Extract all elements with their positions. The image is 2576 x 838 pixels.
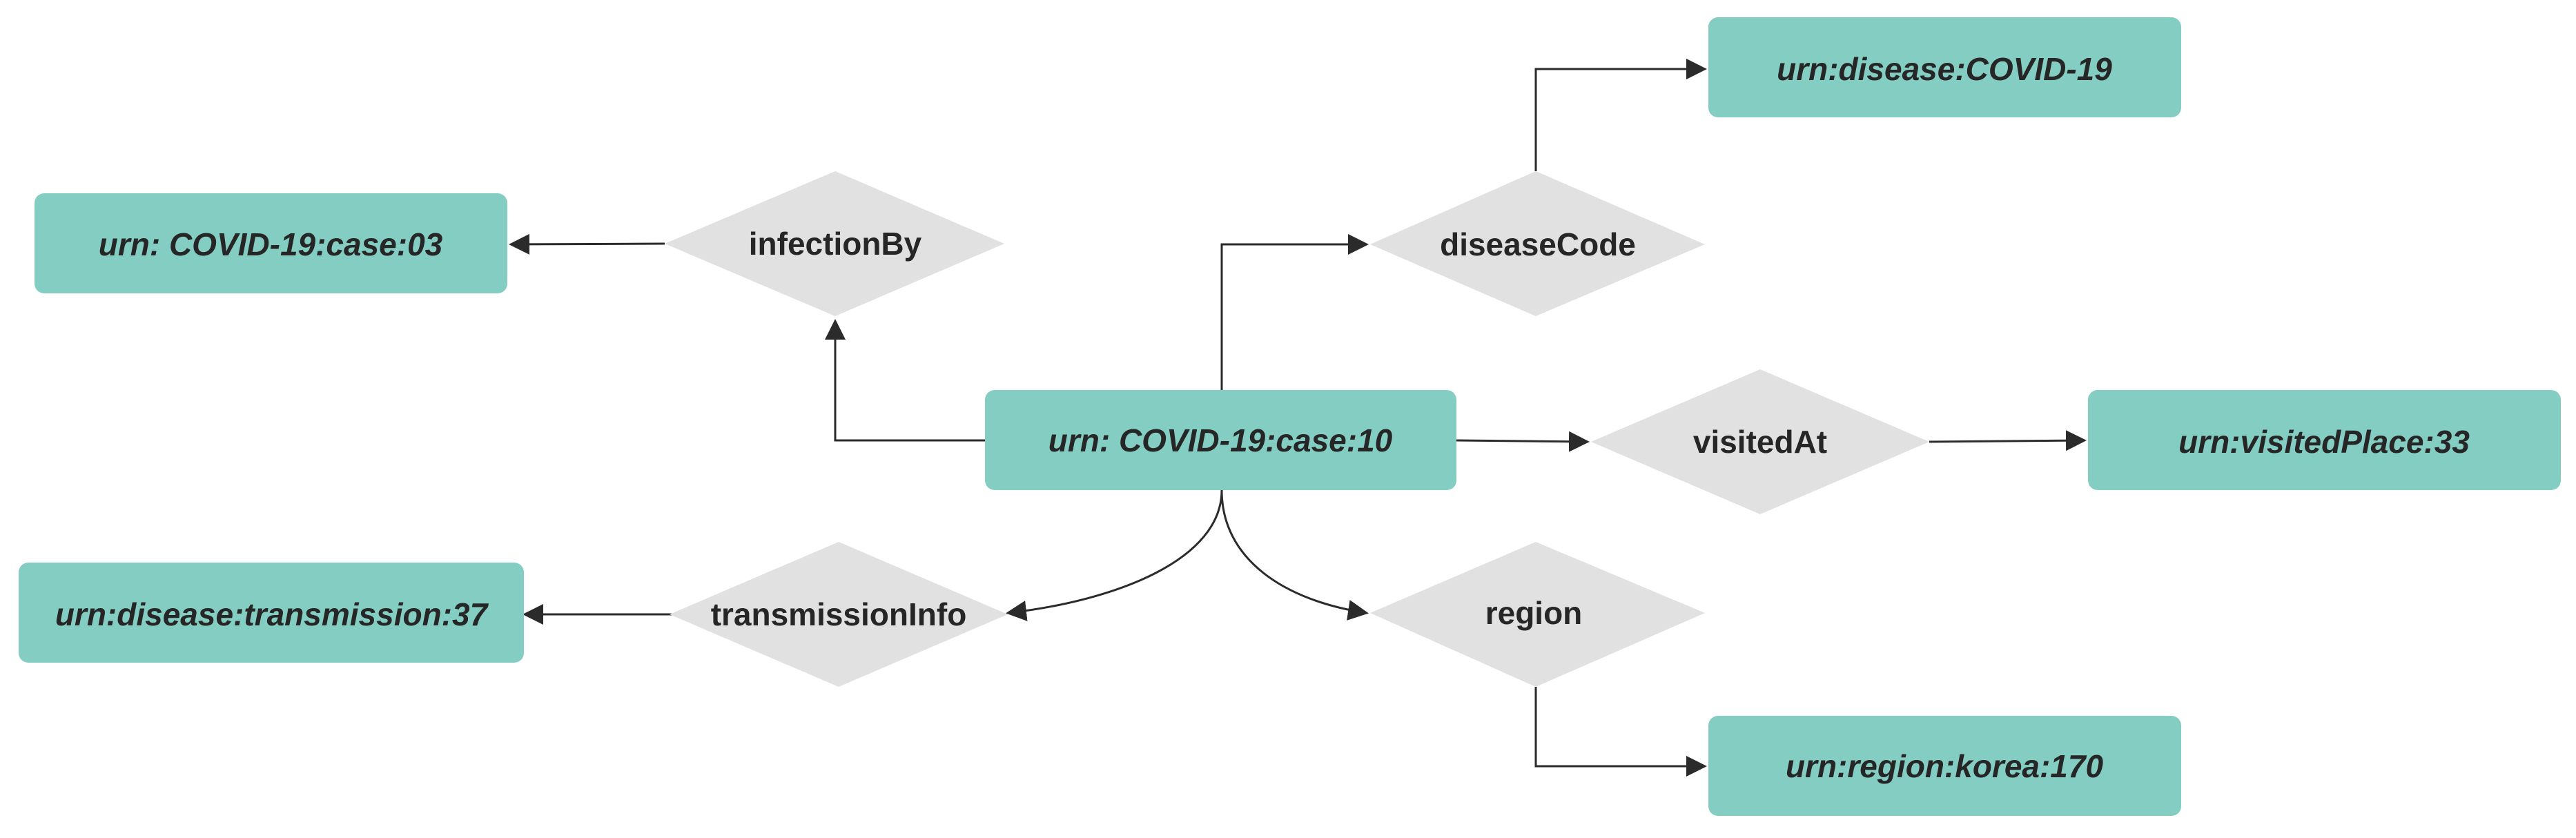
relation-infectionby: infectionBy xyxy=(665,171,1004,316)
edge-center-to-infectionby xyxy=(825,319,985,442)
entity-visitedplace33: urn:visitedPlace:33 xyxy=(2088,390,2561,490)
entity-case03-label: urn: COVID-19:case:03 xyxy=(99,226,443,262)
entity-case03-box xyxy=(35,193,507,293)
relation-transmissioninfo-label: transmissionInfo xyxy=(711,596,967,632)
relation-region-shape xyxy=(1370,542,1705,687)
relation-diseasecode: diseaseCode xyxy=(1370,171,1705,316)
entity-korea170-label: urn:region:korea:170 xyxy=(1786,748,2104,784)
entity-case03: urn: COVID-19:case:03 xyxy=(35,193,507,293)
relation-visitedat-label: visitedAt xyxy=(1693,424,1827,460)
entity-korea170: urn:region:korea:170 xyxy=(1708,716,2181,816)
entity-covid19: urn:disease:COVID-19 xyxy=(1708,17,2181,117)
entity-covid19-box xyxy=(1708,17,2181,117)
entity-center-case10-box xyxy=(985,390,1456,490)
relation-visitedat: visitedAt xyxy=(1591,369,1929,514)
entity-visitedplace33-label: urn:visitedPlace:33 xyxy=(2178,424,2470,460)
relation-infectionby-shape xyxy=(665,171,1004,316)
entity-visitedplace33-box xyxy=(2088,390,2561,490)
edge-center-to-region xyxy=(1220,489,1369,621)
edge-center-to-diseasecode xyxy=(1220,234,1369,390)
relation-infectionby-label: infectionBy xyxy=(749,226,922,262)
edge-region-to-korea170 xyxy=(1534,687,1707,777)
relation-region-label: region xyxy=(1485,595,1583,631)
entity-center-case10: urn: COVID-19:case:10 xyxy=(985,390,1456,490)
relation-region: region xyxy=(1370,542,1705,687)
entity-covid19-label: urn:disease:COVID-19 xyxy=(1777,51,2112,87)
entity-transmission37: urn:disease:transmission:37 xyxy=(19,563,524,663)
edge-center-to-visitedat xyxy=(1456,431,1590,452)
edge-center-to-transmissioninfo xyxy=(1006,489,1223,621)
entity-center-case10-label: urn: COVID-19:case:10 xyxy=(1048,422,1393,458)
entity-transmission37-box xyxy=(19,563,524,663)
relation-visitedat-shape xyxy=(1591,369,1929,514)
relation-transmissioninfo-shape xyxy=(670,542,1008,687)
relation-diseasecode-shape xyxy=(1370,171,1705,316)
edge-visitedat-to-place33 xyxy=(1929,430,2087,451)
relation-diseasecode-label: diseaseCode xyxy=(1440,226,1636,262)
entity-transmission37-label: urn:disease:transmission:37 xyxy=(55,596,489,632)
relation-transmissioninfo: transmissionInfo xyxy=(670,542,1008,687)
edge-diseasecode-to-covid19 xyxy=(1534,59,1707,171)
entity-korea170-box xyxy=(1708,716,2181,816)
